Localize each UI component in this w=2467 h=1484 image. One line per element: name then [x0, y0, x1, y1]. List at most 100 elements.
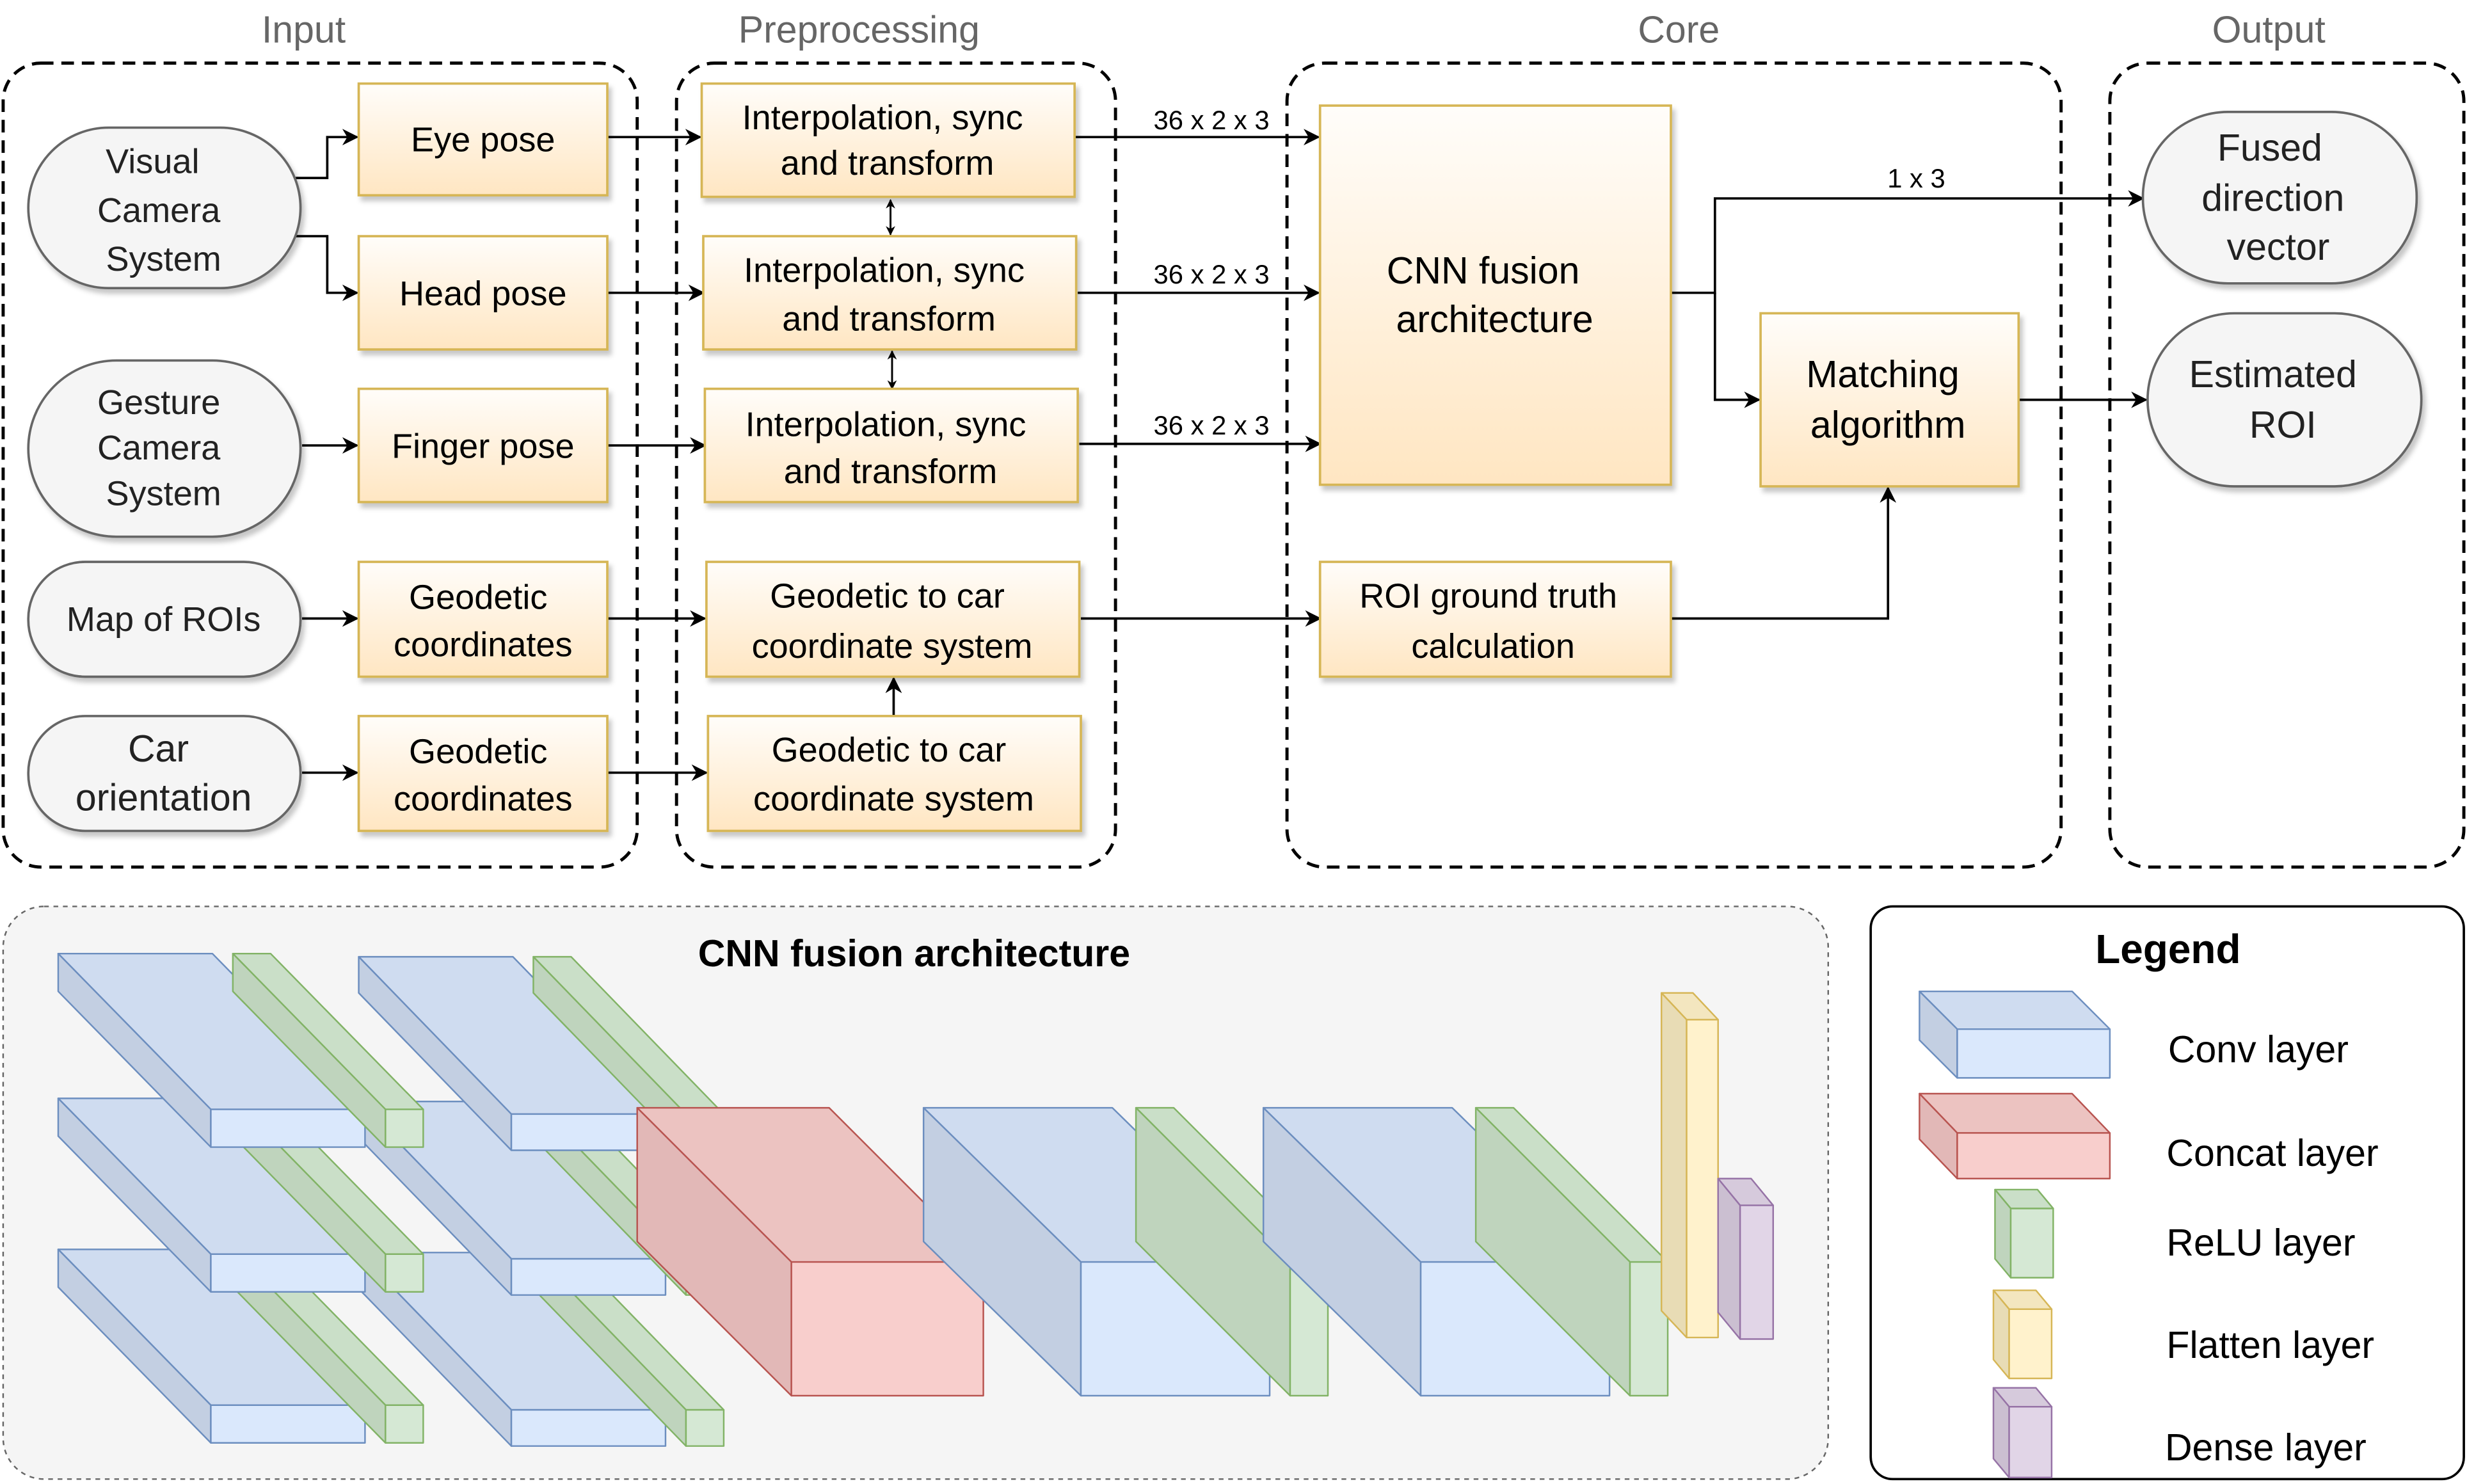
core-roi-ground-truth: ROI ground truth calculation [1318, 561, 1672, 678]
svg-text:Interpolation, sync and: Interpolation, sync and transform [744, 251, 1034, 338]
edge-label-head: 36 x 2 x 3 [1153, 259, 1269, 289]
legend-label-conv: Conv layer [2168, 1028, 2349, 1071]
core-cnn-fusion-block: CNN fusion architecture [1318, 104, 1672, 486]
signal-eye-pose: Eye pose [357, 82, 609, 196]
signal-label-line: Eye pose [411, 120, 555, 159]
output-label-line: vector [2227, 226, 2330, 268]
source-label-line: Visual [106, 143, 199, 181]
conv-layer [358, 1252, 667, 1447]
source-label-line: System [106, 240, 221, 278]
signal-label-line: coordinates [394, 779, 573, 818]
signal-geodetic-coordinates-car: Geodetic coordinates [357, 715, 609, 833]
section-title-preprocessing: Preprocessing [739, 9, 980, 51]
section-title-input: Input [262, 9, 346, 51]
signal-label-line: Head pose [399, 275, 567, 313]
output-label-line: Fused [2217, 127, 2322, 169]
signal-label-line: coordinates [394, 626, 573, 664]
connectors [296, 129, 2148, 781]
preproc-geodetic-to-car-map: Geodetic to car coordinate system [705, 561, 1081, 678]
edge-label-fused: 1 x 3 [1887, 163, 1945, 193]
input-source-car-orientation: Car orientation [27, 715, 302, 833]
source-label-line: Camera [97, 191, 221, 230]
legend-label-concat: Concat layer [2166, 1132, 2378, 1174]
preproc-label-line: Geodetic to car [772, 731, 1007, 769]
source-label-line: System [106, 474, 221, 513]
cnn-layer-stack [57, 952, 1775, 1447]
signal-label-line: Geodetic [409, 578, 547, 617]
preproc-interp-eye: Interpolation, sync and transform [700, 82, 1076, 198]
output-fused-direction-vector: Fused direction vector [2141, 111, 2418, 285]
legend-label-dense: Dense layer [2165, 1426, 2367, 1469]
preproc-interp-head: Interpolation, sync and transform [702, 235, 1078, 351]
source-label-line: Gesture [97, 383, 220, 422]
source-label-line: Camera [97, 429, 221, 467]
conv-layer [57, 1249, 366, 1444]
signal-geodetic-coordinates-map: Geodetic coordinates [357, 561, 609, 678]
section-title-core: Core [1638, 9, 1720, 51]
output-estimated-roi: Estimated ROI [2146, 312, 2423, 488]
signal-finger-pose: Finger pose [357, 387, 609, 504]
input-source-map-of-rois: Map of ROIs [27, 561, 302, 678]
svg-text:Geodetic to car coordina: Geodetic to car coordinate system [753, 731, 1034, 818]
source-label-line: orientation [76, 776, 252, 818]
preprocessing-group-frame [675, 61, 1117, 869]
svg-text:Interpolation, sync and: Interpolation, sync and transform [746, 405, 1036, 491]
legend-title: Legend [2095, 926, 2240, 972]
svg-text:Head pose: Head pose [399, 275, 567, 313]
preproc-label-line: Interpolation, sync [744, 251, 1025, 289]
signal-head-pose: Head pose [357, 235, 609, 351]
legend-label-flatten: Flatten layer [2166, 1324, 2374, 1366]
section-title-output: Output [2212, 9, 2326, 51]
legend-swatch-flatten [1992, 1289, 2053, 1380]
output-label-line: Estimated [2189, 353, 2357, 395]
relu-layer [1474, 1106, 1669, 1397]
edge-label-finger: 36 x 2 x 3 [1153, 410, 1269, 440]
relu-layer [232, 952, 424, 1148]
preproc-interp-finger: Interpolation, sync and transform [703, 387, 1079, 504]
svg-text:Geodetic to car coordina: Geodetic to car coordinate system [752, 577, 1033, 666]
source-label-line: Car [128, 728, 189, 770]
roigt-label-line: calculation [1411, 627, 1575, 666]
svg-text:Matching algorithm: Matching algorithm [1806, 353, 1970, 446]
legend-swatch-concat [1919, 1092, 2111, 1179]
matching-label-line: algorithm [1810, 404, 1966, 446]
roigt-label-line: ROI ground truth [1359, 577, 1617, 615]
edge-visual-to-eye [296, 129, 359, 179]
svg-text:Geodetic coordinates: Geodetic coordinates [394, 733, 573, 818]
matching-label-line: Matching [1806, 353, 1959, 395]
concat-layer [636, 1106, 984, 1397]
preproc-label-line: coordinate system [753, 779, 1034, 818]
legend-swatch-dense [1992, 1387, 2053, 1479]
edge-roigt-to-matching [1670, 486, 1897, 620]
preproc-label-line: coordinate system [752, 627, 1033, 666]
svg-text:Estimated ROI: Estimated ROI [2189, 353, 2368, 446]
cnn-panel-title: CNN fusion architecture [698, 932, 1130, 975]
svg-text:Map of ROIs: Map of ROIs [67, 600, 261, 639]
input-source-visual-camera: Visual Camera System [27, 126, 302, 290]
signal-label-line: Geodetic [409, 733, 547, 771]
preproc-label-line: and transform [782, 300, 996, 339]
output-label-line: direction [2201, 177, 2344, 219]
cnn-label-line: architecture [1396, 298, 1593, 340]
preproc-geodetic-to-car-orientation: Geodetic to car coordinate system [707, 715, 1082, 833]
svg-text:ROI ground truth calcula: ROI ground truth calculation [1359, 577, 1627, 666]
svg-text:Car orientation: Car orientation [76, 728, 252, 818]
conv-layer [57, 1097, 366, 1293]
output-group-frame [2108, 61, 2466, 869]
svg-text:Eye pose: Eye pose [411, 120, 555, 159]
preproc-label-line: and transform [781, 144, 994, 182]
input-group-frame [1, 61, 639, 869]
legend-label-relu: ReLU layer [2166, 1222, 2355, 1264]
svg-text:CNN fusion architecture: CNN fusion architecture [1387, 250, 1593, 340]
input-source-gesture-camera: Gesture Camera System [27, 359, 302, 538]
output-label-line: ROI [2249, 404, 2317, 446]
svg-text:Gesture Camera Sys: Gesture Camera System [97, 383, 230, 513]
legend-swatches [1919, 990, 2111, 1479]
flatten-layer [1660, 992, 1719, 1339]
cnn-architecture-panel: CNN fusion architecture [2, 906, 1830, 1480]
preproc-label-line: and transform [784, 452, 998, 491]
legend-swatch-relu [1994, 1188, 2054, 1279]
preproc-label-line: Geodetic to car [770, 577, 1005, 615]
preproc-label-line: Interpolation, sync [742, 99, 1023, 137]
